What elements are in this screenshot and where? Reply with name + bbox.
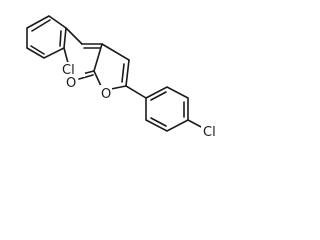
upper-benzene-ring (26, 15, 67, 59)
carbonyl-oxygen-label: O (66, 76, 76, 91)
label-mask-o-ring (100, 85, 112, 100)
label-mask-cl-top (61, 62, 85, 77)
structure-canvas: Cl O O Cl (0, 0, 241, 159)
label-mask-o-carbonyl (65, 75, 77, 90)
furanone-ring (93, 43, 130, 91)
ring-oxygen-label: O (101, 87, 111, 102)
lower-benzene-ring (145, 86, 189, 132)
upper-c-cl-bond (63, 47, 69, 64)
lower-c-cl-bond (187, 119, 204, 129)
chlorine-right-label: Cl (203, 125, 216, 140)
furanone-to-phenyl-bond (125, 85, 147, 99)
molecule-diagram: Cl O O Cl (26, 15, 225, 140)
ring-to-methine-bond (65, 27, 83, 45)
exocyclic-double-bond (81, 43, 103, 49)
label-mask-cl-right (201, 124, 225, 139)
chlorine-top-label: Cl (62, 63, 75, 78)
